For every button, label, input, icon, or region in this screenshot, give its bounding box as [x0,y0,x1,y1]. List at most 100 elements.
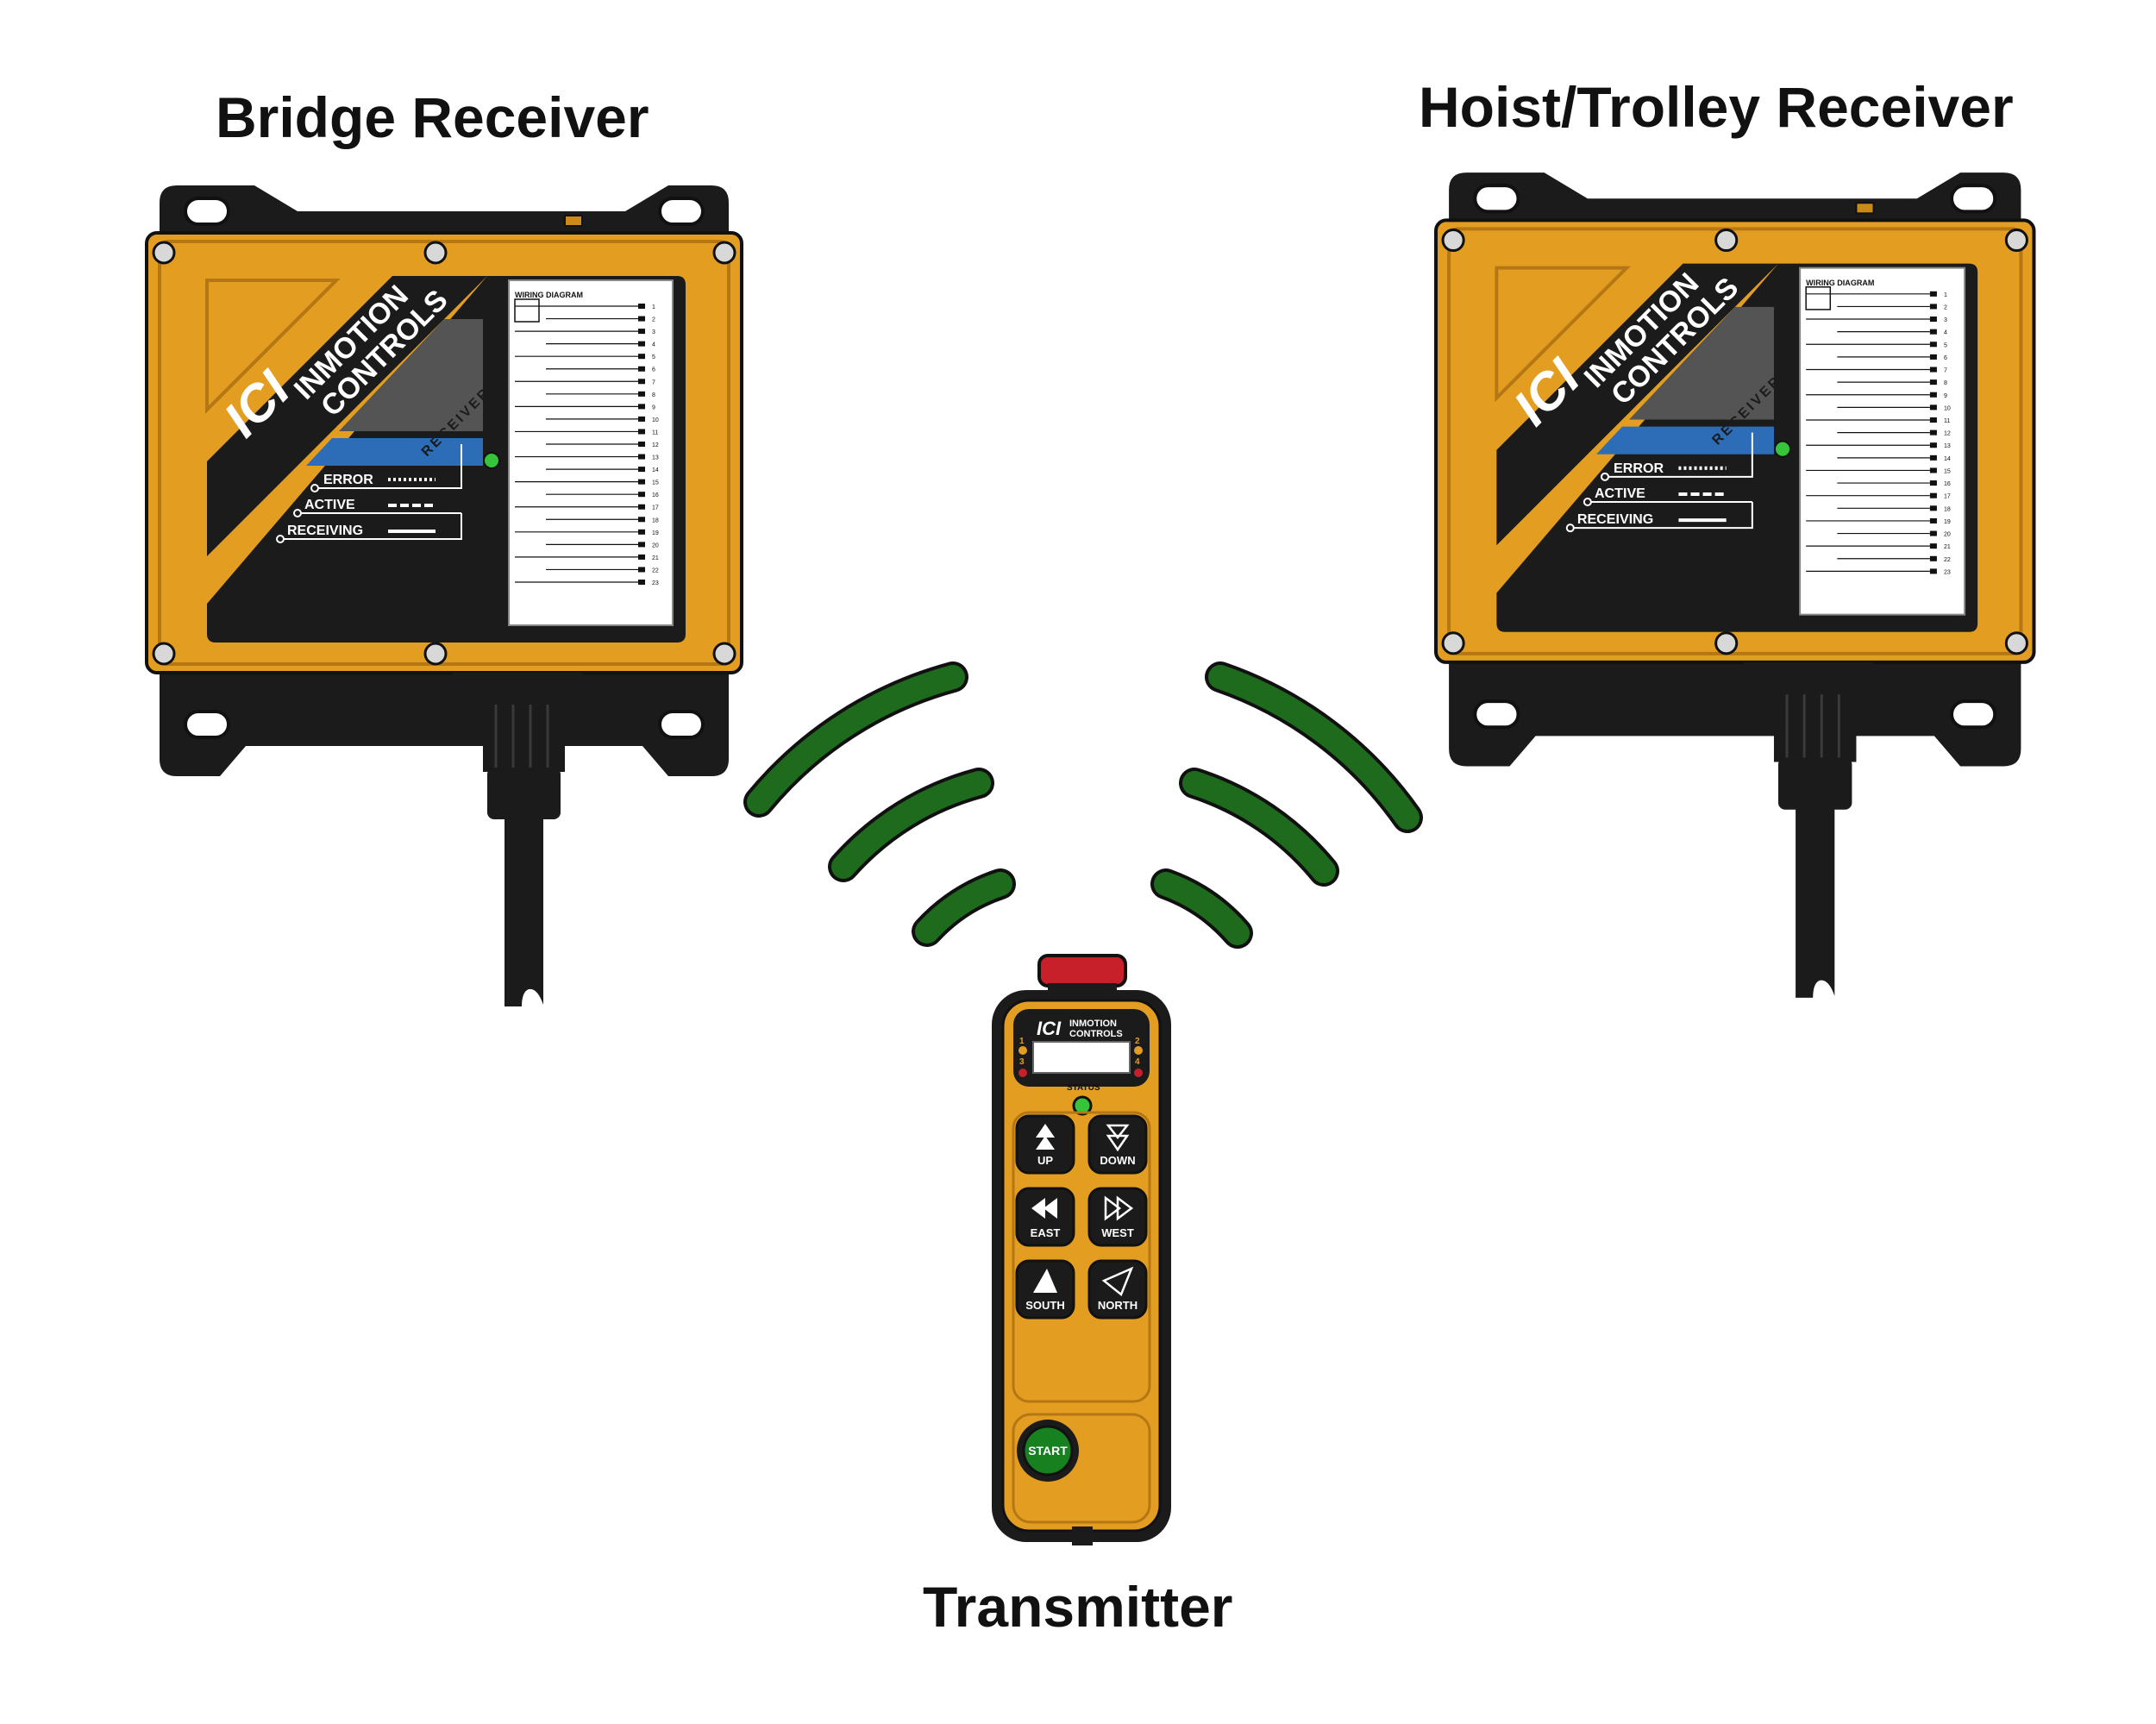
terminal-block [1929,530,1937,536]
terminal-block [1929,329,1937,335]
terminal-number: 7 [1944,368,1947,374]
terminal-number: 5 [1944,342,1947,348]
svg-text:2: 2 [1135,1037,1140,1046]
receiver-status-led [483,452,500,469]
terminal-number: 13 [1944,443,1951,449]
terminal-block [638,379,645,385]
terminal-number: 1 [652,304,655,310]
terminal-number: 16 [1944,481,1951,487]
terminal-number: 5 [652,354,655,360]
terminal-block [1929,543,1937,549]
terminal-number: 3 [652,329,655,335]
terminal-block [1929,354,1937,360]
terminal-block [638,429,645,435]
signal-waves-left [743,661,1016,947]
west-arrow-icon [1104,1195,1134,1221]
north-button[interactable]: NORTH [1087,1259,1148,1320]
terminal-number: 9 [1944,393,1947,399]
terminal-number: 6 [1944,355,1947,361]
terminal-number: 7 [652,379,655,386]
terminal-block [638,316,645,322]
south-button[interactable]: SOUTH [1015,1259,1075,1320]
down-arrow-icon [1106,1124,1130,1152]
east-button[interactable]: EAST [1015,1187,1075,1247]
terminal-block [1929,555,1937,561]
start-button-label: START [1028,1444,1068,1458]
terminal-block [1929,455,1937,461]
terminal-number: 17 [1944,494,1951,500]
east-arrow-icon [1031,1198,1057,1219]
south-button-label: SOUTH [1025,1299,1065,1312]
terminal-number: 17 [652,505,659,511]
terminal-block [1929,517,1937,523]
terminal-number: 9 [652,404,655,411]
terminal-number: 10 [652,417,659,423]
terminal-block [638,542,645,548]
terminal-number: 22 [652,567,659,574]
svg-text:1: 1 [1019,1037,1025,1046]
terminal-number: 11 [1944,418,1950,424]
terminal-number: 10 [1944,405,1951,411]
terminal-number: 16 [652,492,659,498]
north-arrow-icon [1101,1266,1134,1297]
terminal-block [638,454,645,460]
svg-text:4: 4 [1135,1057,1140,1067]
signal-waves-right [1150,661,1423,949]
hoist-receiver-title: Hoist/Trolley Receiver [1419,75,2014,139]
terminal-block [638,442,645,447]
terminal-block [1929,379,1937,386]
terminal-block [638,504,645,510]
bridge-receiver-title: Bridge Receiver [216,85,649,149]
error-indicator-label: ERROR [1614,461,1664,476]
terminal-block [1929,304,1937,310]
terminal-block [638,329,645,335]
terminal-block [1929,404,1937,411]
terminal-block [638,366,645,372]
terminal-block [1929,492,1937,498]
terminal-block [638,554,645,560]
tx-brand-line2: CONTROLS [1069,1029,1123,1039]
terminal-number: 3 [1944,317,1947,323]
terminal-block [1929,505,1937,511]
receiving-indicator-label: RECEIVING [1577,511,1653,527]
terminal-number: 18 [652,517,659,523]
terminal-number: 4 [652,342,655,348]
terminal-block [1929,417,1937,423]
up-arrow-icon [1036,1124,1055,1150]
terminal-block [638,304,645,309]
terminal-block [638,580,645,585]
down-button-label: DOWN [1100,1154,1135,1167]
terminal-number: 20 [652,542,659,549]
east-button-label: EAST [1031,1226,1061,1239]
terminal-number: 19 [1944,519,1951,525]
terminal-number: 1 [1944,292,1947,298]
terminal-number: 8 [652,392,655,398]
terminal-number: 8 [1944,380,1947,386]
transmitter-remote: ICI INMOTION CONTROLS 1 2 3 4 STATUS UP … [992,954,1171,1545]
emergency-stop-button[interactable] [1037,954,1127,987]
terminal-number: 19 [652,530,659,536]
up-button[interactable]: UP [1015,1114,1075,1175]
terminal-number: 20 [1944,532,1951,538]
terminal-block [638,391,645,397]
terminal-block [638,467,645,473]
terminal-number: 14 [1944,456,1951,462]
west-button[interactable]: WEST [1087,1187,1148,1247]
terminal-block [1929,317,1937,323]
terminal-block [1929,467,1937,473]
terminal-number: 21 [1944,544,1951,550]
active-indicator-label: ACTIVE [304,498,355,512]
terminal-block [1929,442,1937,448]
bridge-receiver: ICI INMOTION CONTROLS RECEIVER WIRING DI… [145,184,743,1008]
start-button[interactable]: START [1017,1420,1079,1482]
down-button[interactable]: DOWN [1087,1114,1148,1175]
tx-display [1032,1041,1131,1074]
tx-brand-line1: INMOTION [1069,1019,1117,1029]
svg-text:3: 3 [1019,1057,1025,1067]
terminal-block [1929,291,1937,297]
terminal-block [638,341,645,347]
terminal-number: 15 [1944,468,1951,474]
transmitter-title: Transmitter [923,1575,1233,1639]
